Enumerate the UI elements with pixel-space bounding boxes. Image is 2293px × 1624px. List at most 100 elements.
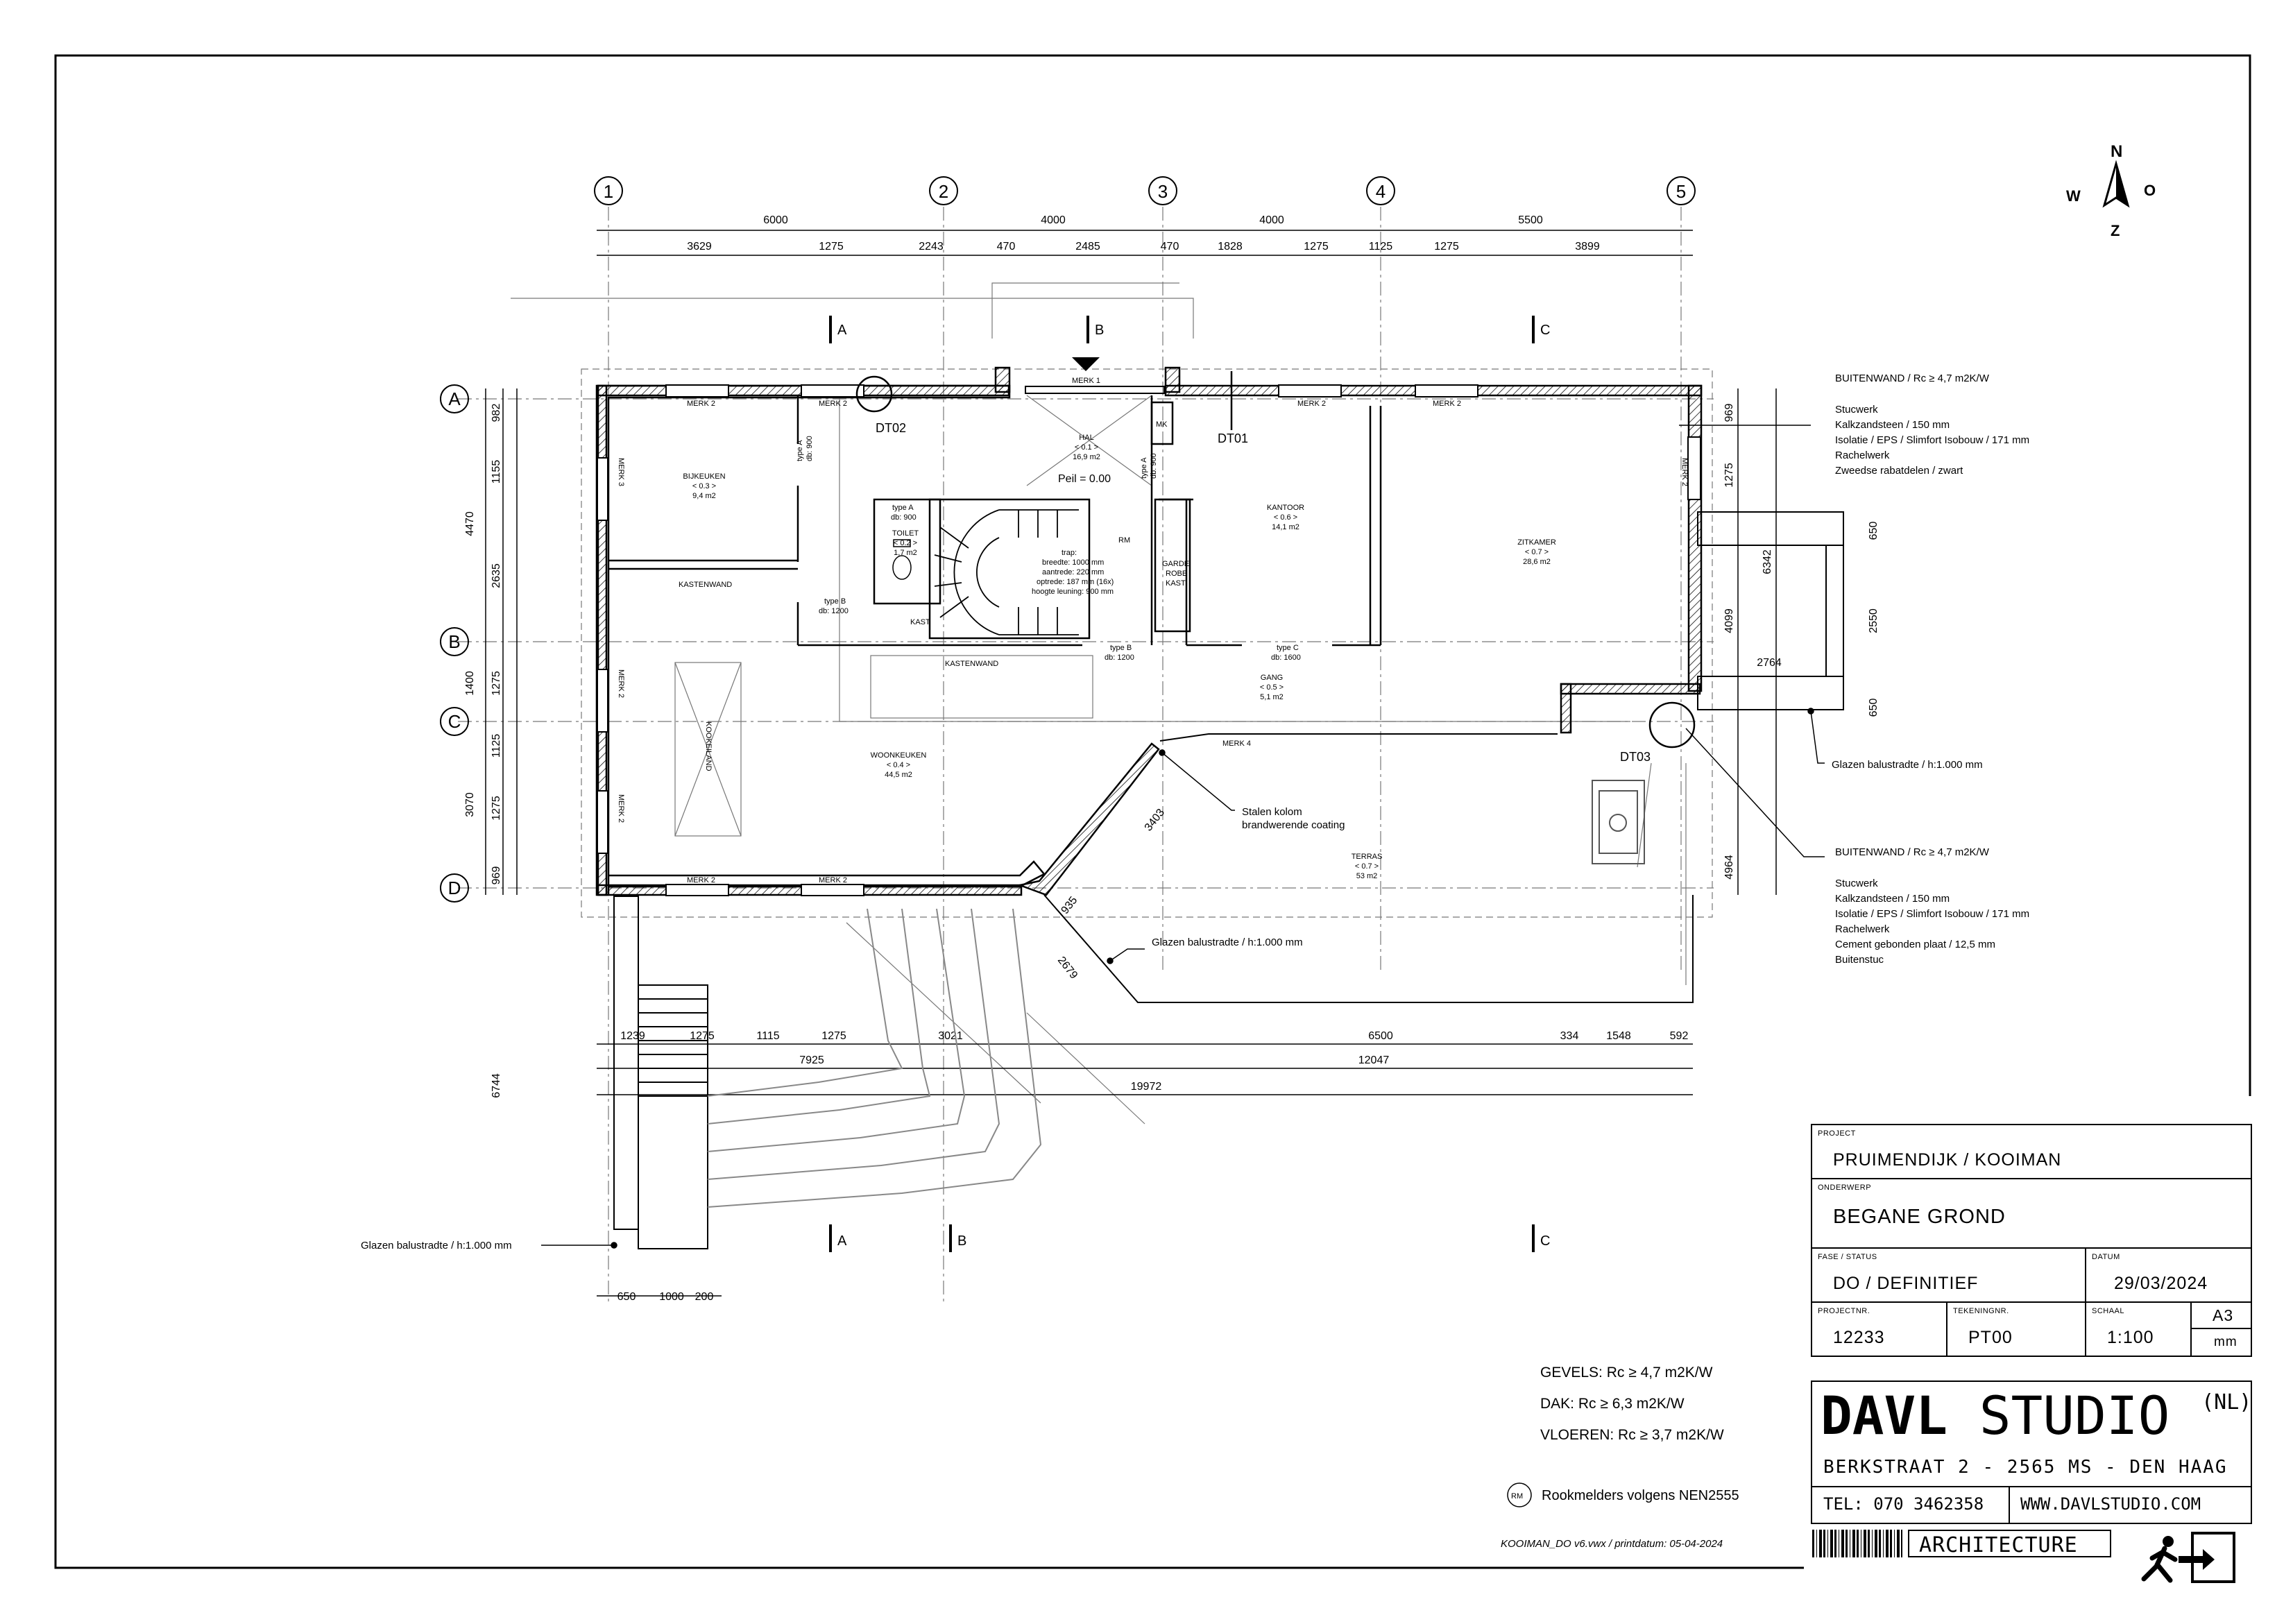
svg-text:1275: 1275 [491,796,502,821]
projnr-label: PROJECTNR. [1818,1307,1870,1315]
label-trap-0: trap: [1062,549,1077,557]
svg-text:4470: 4470 [464,511,476,536]
svg-text:1125: 1125 [1369,241,1393,253]
compass-east: O [2144,182,2156,199]
label-merk-2-h: MERK 2 [617,794,625,823]
grid-col-4: 4 [1376,181,1386,202]
detail-callouts [855,371,1696,749]
label-merk-2-f: MERK 2 [819,876,847,884]
svg-text:200: 200 [695,1291,714,1303]
studio-web[interactable]: WWW.DAVLSTUDIO.COM [2020,1494,2201,1514]
dim-4000b: 4000 [1259,214,1284,226]
grid-row-d: D [448,878,461,898]
entrance-marker-icon [1072,357,1100,371]
schaal-label: SCHAAL [2092,1307,2125,1315]
section-b-bottom: B [957,1233,966,1249]
svg-text:1275: 1275 [491,671,502,696]
studio-block: DAVL STUDIO (NL) BERKSTRAAT 2 - 2565 MS … [1811,1381,2252,1524]
label-type-a-1-db: db: 900 [891,513,917,522]
svg-text:1275: 1275 [1434,241,1459,253]
svg-text:12047: 12047 [1358,1054,1390,1066]
room-kantoor: KANTOOR [1267,504,1304,512]
grid-col-3: 3 [1158,181,1168,202]
svg-text:Kalkzandsteen / 150 mm: Kalkzandsteen / 150 mm [1835,419,1950,431]
svg-text:Isolatie / EPS / Slimfort Isob: Isolatie / EPS / Slimfort Isobouw / 171 … [1835,908,2029,920]
label-merk-2-i: MERK 2 [1680,458,1689,486]
room-toilet: TOILET [892,529,919,538]
schaal-value: 1:100 [2107,1328,2154,1347]
studio-tel: TEL: 070 3462358 [1823,1494,1984,1514]
svg-text:969: 969 [1723,404,1735,422]
svg-text:< 0.7 >: < 0.7 > [1355,862,1379,871]
svg-text:650: 650 [1868,522,1879,540]
section-a-top: A [837,323,847,338]
svg-text:< 0.7 >: < 0.7 > [1525,548,1549,556]
label-type-a-3: type A [1140,457,1148,479]
label-type-b-2-db: db: 1200 [1105,653,1134,662]
grid-col-1: 1 [604,181,613,202]
label-type-c: type C [1277,644,1299,652]
leader-lines [541,425,1825,1249]
outer-walls [595,366,1703,896]
label-kookeiland: KOOKEILAND [704,721,713,771]
label-type-a-3-db: db: 900 [1150,453,1158,479]
dim-6000: 6000 [763,214,788,226]
project-label: PROJECT [1818,1129,1856,1138]
date-label: DATUM [2092,1253,2120,1261]
label-merk-2-c: MERK 2 [1297,400,1326,408]
dims-right: 969 1275 6342 4099 4964 650 2550 650 276… [1723,404,1879,880]
label-merk-1: MERK 1 [1072,377,1100,385]
svg-text:1275: 1275 [821,1030,846,1042]
svg-text:16,9 m2: 16,9 m2 [1073,453,1100,461]
projnr-value: 12233 [1833,1328,1885,1347]
rc-values: GEVELS: Rc ≥ 4,7 m2K/W DAK: Rc ≥ 6,3 m2K… [1540,1365,1724,1443]
svg-text:Zweedse rabatdelen / zwart: Zweedse rabatdelen / zwart [1835,465,1963,477]
tekeningnr-label: TEKENINGNR. [1953,1307,2009,1315]
svg-text:3899: 3899 [1575,241,1600,253]
balustrade-label-right: Glazen balustradte / h:1.000 mm [1832,759,1983,771]
svg-text:650: 650 [1868,699,1879,717]
room-terras: TERRAS [1352,853,1383,861]
section-c-bottom: C [1540,1233,1550,1249]
section-c-top: C [1540,323,1550,338]
kolom-label-1: Stalen kolom [1242,806,1302,818]
label-garderobe-1: GARDE [1162,560,1189,568]
phase-value: DO / DEFINITIEF [1833,1274,1979,1293]
compass-west: W [2066,187,2081,205]
kolom-label-2: brandwerende coating [1242,819,1345,831]
wall-spec-1-title: BUITENWAND / Rc ≥ 4,7 m2K/W [1835,373,1990,384]
svg-text:19972: 19972 [1131,1081,1162,1093]
svg-text:6744: 6744 [491,1073,502,1098]
label-rm: RM [1118,536,1130,545]
svg-text:RM: RM [1511,1492,1523,1501]
detail-labels: DT01 DT02 DT03 [876,421,1651,764]
label-merk-2-a: MERK 2 [687,400,715,408]
label-mk: MK [1156,420,1168,429]
svg-text:Stucwerk: Stucwerk [1835,878,1878,889]
rm-symbol-icon [1507,1482,1532,1507]
rc-dak: DAK: Rc ≥ 6,3 m2K/W [1540,1396,1685,1412]
label-trap-4: hoogte leuning: 900 mm [1032,588,1114,596]
svg-text:2679: 2679 [1055,955,1080,982]
architecture-text: ARCHITECTURE [1919,1533,2078,1557]
grid-col-2: 2 [939,181,948,202]
svg-text:Kalkzandsteen / 150 mm: Kalkzandsteen / 150 mm [1835,893,1950,905]
stair [934,509,1079,635]
label-garderobe-2: ROBE [1166,570,1187,578]
svg-text:1275: 1275 [1723,463,1735,488]
room-labels: BIJKEUKEN < 0.3 > 9,4 m2 HAL < 0.1 > 16,… [683,434,1555,880]
svg-text:< 0.5 >: < 0.5 > [1260,683,1284,692]
section-markers [829,316,1535,1252]
svg-text:1,7 m2: 1,7 m2 [894,549,917,557]
svg-text:3070: 3070 [464,792,476,817]
dims-top-overall: 6000 4000 4000 5500 [763,214,1543,226]
exit-icon [2141,1532,2235,1583]
label-merk-4: MERK 4 [1222,740,1251,748]
grid-row-a: A [448,388,461,409]
detail-dt03: DT03 [1620,750,1651,764]
svg-text:1275: 1275 [819,241,844,253]
compass-south: Z [2111,222,2120,239]
file-info: KOOIMAN_DO v6.vwx / printdatum: 05-04-20… [1501,1538,1723,1550]
svg-text:1115: 1115 [756,1030,779,1042]
